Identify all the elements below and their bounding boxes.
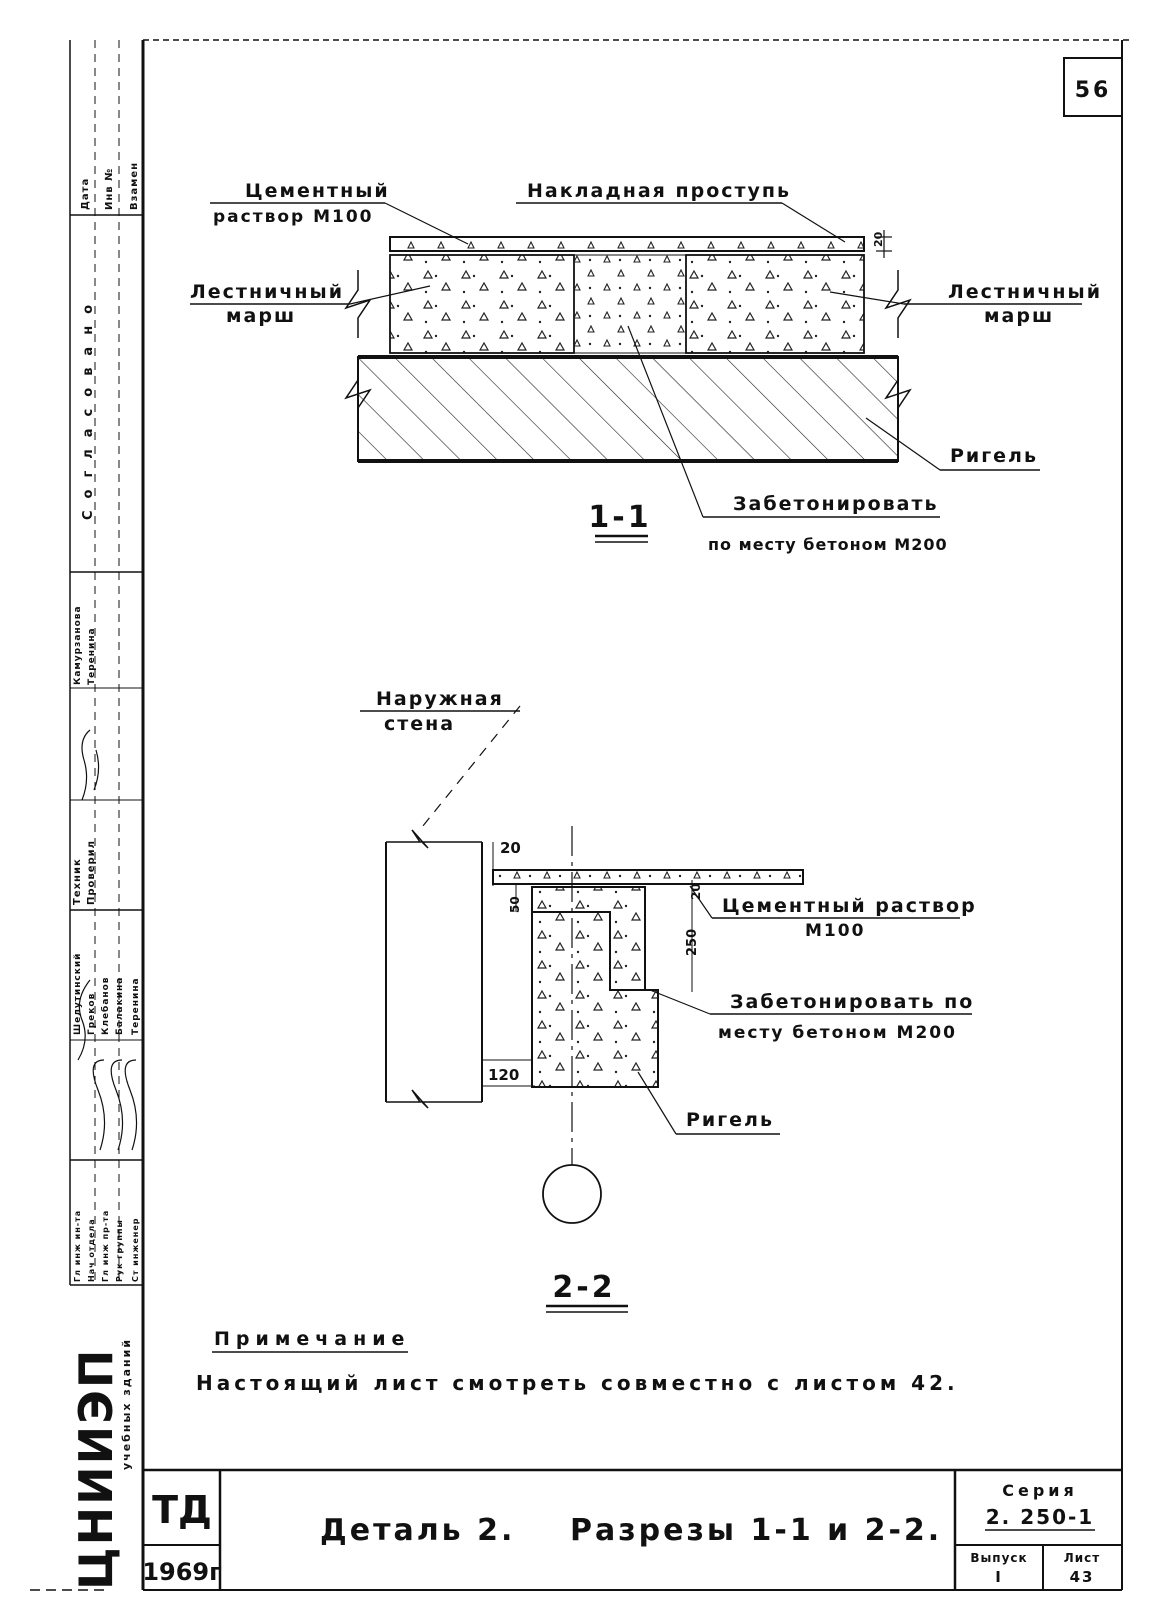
note: Примечание Настоящий лист смотреть совме… (196, 1328, 959, 1395)
role-4: Рук группы (115, 1219, 124, 1282)
sidebar-approval: Согласовано (81, 293, 96, 520)
sheet-number: 43 (1070, 1568, 1095, 1586)
issue-label: Выпуск (970, 1551, 1027, 1565)
series-label: Серия (1002, 1481, 1078, 1500)
series: 2. 250-1 (986, 1505, 1094, 1529)
label-concrete-1: Забетонировать (733, 493, 939, 515)
dim-2-50: 50 (508, 896, 522, 913)
girder (357, 356, 899, 462)
left-sidebar: Дата Инв № Взамен Согласовано Гл инж ин-… (30, 40, 143, 1591)
dim-2-250: 250 (685, 929, 700, 956)
org-sub: учебных зданий (120, 1338, 133, 1470)
sidebar-inv-label: Инв № (104, 168, 115, 210)
check-name-1: Камурзанова (73, 605, 83, 685)
title-block: ТД 1969г Деталь 2. Разрезы 1-1 и 2-2. Се… (142, 1468, 1122, 1590)
year: 1969г (142, 1558, 221, 1586)
girder-2 (531, 886, 659, 1088)
page-number: 56 (1075, 78, 1112, 103)
label-wall-2: стена (384, 713, 455, 735)
title-right: Разрезы 1-1 и 2-2. (570, 1513, 942, 1548)
infill (573, 254, 687, 354)
label-mortar-1: Цементный (245, 180, 390, 202)
org-name: ЦНИИЭП (69, 1348, 123, 1590)
role-1: Гл инж ин-та (73, 1210, 82, 1282)
mortar-strip-2 (492, 869, 804, 885)
title-left: Деталь 2. (320, 1513, 515, 1548)
label-flight-right-1: Лестничный (948, 281, 1102, 303)
tread-strip (389, 236, 865, 252)
dim-2-top: 20 (500, 839, 521, 857)
label-flight-left-1: Лестничный (190, 281, 344, 303)
role-2: Нач отдела (87, 1218, 96, 1282)
dim-20: 20 (872, 231, 885, 247)
sidebar-replace-label: Взамен (129, 162, 140, 210)
section-1-label: 1-1 (588, 500, 651, 535)
sidebar-date-label: Дата (80, 178, 91, 210)
label-girder-1: Ригель (950, 445, 1038, 467)
label-concrete-2: по месту бетоном М200 (708, 535, 948, 554)
section-2-label: 2-2 (552, 1270, 615, 1305)
section-1-1: 20 Цементный раствор М100 Накладная прос… (190, 180, 1102, 554)
label-wall-1: Наружная (376, 688, 504, 710)
right-flight (685, 254, 865, 354)
label-girder-2: Ригель (686, 1109, 774, 1131)
section-2-2: 20 50 20 250 120 Наружная стена Цементны… (360, 688, 977, 1313)
dim-2-bottom: 120 (488, 1066, 519, 1084)
label-concrete2-2: месту бетоном М200 (718, 1023, 957, 1043)
sheet-frame (141, 39, 1130, 1591)
label-mortar-2: раствор М100 (213, 207, 374, 227)
axis-marker (542, 1164, 602, 1224)
code: ТД (152, 1488, 212, 1532)
left-flight (389, 254, 575, 354)
role-5: Ст инженер (131, 1218, 140, 1283)
name-3: Клебанов (100, 976, 111, 1035)
label-mortar2-1: Цементный раствор (722, 895, 977, 917)
name-4: Балакина (115, 977, 125, 1035)
check-name-2: Теренина (87, 627, 97, 685)
dim-2-20: 20 (689, 883, 703, 900)
name-1: Шелутинский (73, 953, 83, 1035)
label-flight-right-2: марш (984, 305, 1054, 327)
note-text: Настоящий лист смотреть совместно с лист… (196, 1371, 959, 1395)
note-heading: Примечание (214, 1328, 410, 1350)
issue: I (995, 1568, 1003, 1586)
check-role-2: Проверил (86, 840, 97, 905)
label-tread: Накладная проступь (527, 180, 791, 202)
check-role-1: Техник (72, 858, 83, 905)
label-concrete2-1: Забетонировать по (730, 991, 974, 1013)
sheet-label: Лист (1064, 1551, 1100, 1565)
role-3: Гл инж пр-та (101, 1210, 110, 1282)
name-2: Греков (87, 993, 97, 1035)
page-number-box: 56 (1063, 57, 1123, 117)
name-5: Теренина (131, 977, 141, 1035)
label-flight-left-2: марш (226, 305, 296, 327)
label-mortar2-2: М100 (805, 921, 865, 941)
